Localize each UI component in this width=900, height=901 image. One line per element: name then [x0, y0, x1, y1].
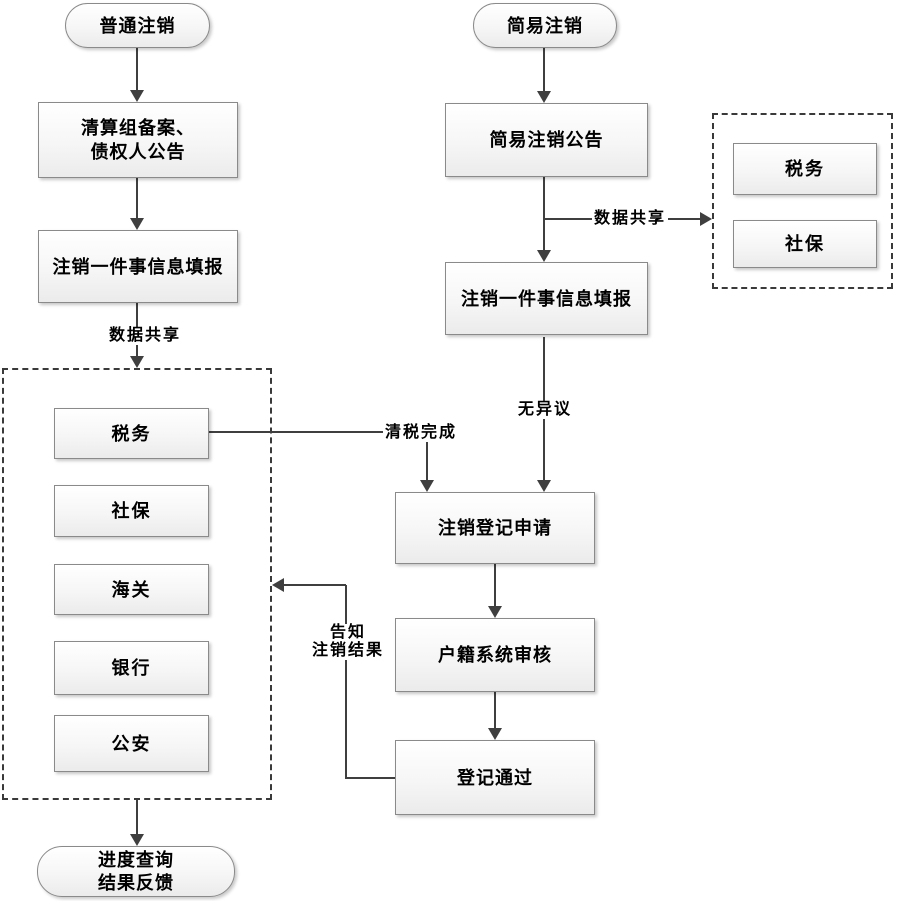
- start-node-normal-deregistration: 普通注销: [65, 3, 210, 48]
- node-label-line1: 进度查询: [98, 849, 174, 870]
- dept-label: 社保: [785, 234, 825, 254]
- dept-box-social-security-left: 社保: [54, 485, 209, 537]
- connector: [494, 692, 496, 728]
- connector: [136, 178, 138, 218]
- node-label: 简易注销: [507, 15, 583, 36]
- arrowhead-down-icon: [420, 480, 434, 492]
- arrowhead-down-icon: [537, 91, 551, 103]
- dept-box-tax-right: 税务: [733, 143, 877, 195]
- dept-label: 银行: [111, 658, 152, 678]
- edge-label-data-share-left: 数据共享: [106, 327, 184, 345]
- node-label-line2: 结果反馈: [98, 872, 174, 893]
- connector: [209, 431, 428, 433]
- edge-label-notify-line1: 告知: [329, 624, 367, 641]
- dept-label: 公安: [111, 733, 152, 754]
- process-node-registration-passed: 登记通过: [395, 740, 595, 815]
- arrowhead-down-icon: [130, 834, 144, 846]
- process-node-liquidation-filing: 清算组备案、 债权人公告: [38, 102, 238, 178]
- arrowhead-down-icon: [488, 728, 502, 740]
- dept-label: 海关: [111, 579, 152, 600]
- connector: [345, 585, 347, 779]
- node-label: 普通注销: [99, 15, 176, 36]
- dept-box-bank: 银行: [54, 641, 209, 695]
- node-label-line1: 清算组备案、: [81, 118, 195, 138]
- node-label: 简易注销公告: [489, 130, 604, 150]
- dept-label: 税务: [111, 423, 152, 444]
- end-node-progress-feedback: 进度查询 结果反馈: [37, 846, 235, 897]
- node-label: 注销一件事信息填报: [461, 288, 632, 309]
- process-node-simple-announcement: 简易注销公告: [445, 103, 648, 177]
- connector: [543, 177, 545, 250]
- edge-label-notify-line2: 注销结果: [311, 642, 385, 659]
- process-node-deregistration-application: 注销登记申请: [395, 492, 595, 564]
- arrowhead-left-icon: [272, 578, 284, 592]
- connector: [136, 800, 138, 834]
- arrowhead-down-icon: [130, 218, 144, 230]
- left-departments-group-frame: [2, 368, 272, 800]
- arrowhead-right-icon: [700, 212, 712, 226]
- connector: [136, 48, 138, 91]
- edge-label-notify-result: 告知 注销结果: [309, 624, 387, 660]
- right-departments-group-frame: [712, 113, 893, 289]
- dept-box-tax-left: 税务: [54, 408, 209, 459]
- dept-box-social-security-right: 社保: [733, 220, 877, 268]
- node-label: 注销一件事信息填报: [52, 256, 224, 277]
- dept-label: 社保: [111, 501, 152, 521]
- edge-label-data-share-right: 数据共享: [591, 210, 669, 228]
- arrowhead-down-icon: [130, 90, 144, 102]
- process-node-registry-system-review: 户籍系统审核: [395, 618, 595, 692]
- connector: [346, 777, 395, 779]
- edge-label-tax-cleared: 清税完成: [382, 424, 460, 442]
- process-node-info-fill-left: 注销一件事信息填报: [38, 230, 238, 303]
- connector: [543, 48, 545, 91]
- dept-box-customs: 海关: [54, 564, 209, 615]
- arrowhead-down-icon: [537, 480, 551, 492]
- node-label: 户籍系统审核: [438, 645, 552, 665]
- edge-label-no-objection: 无异议: [515, 401, 575, 419]
- connector: [494, 564, 496, 606]
- connector: [284, 584, 346, 586]
- dept-label: 税务: [785, 159, 825, 179]
- arrowhead-down-icon: [488, 606, 502, 618]
- node-label: 注销登记申请: [438, 518, 552, 538]
- dept-box-public-security: 公安: [54, 715, 209, 772]
- arrowhead-down-icon: [537, 250, 551, 262]
- connector: [426, 431, 428, 480]
- arrowhead-down-icon: [130, 356, 144, 368]
- process-node-info-fill-right: 注销一件事信息填报: [445, 262, 648, 335]
- node-label-line2: 债权人公告: [90, 142, 186, 162]
- node-label: 登记通过: [457, 767, 533, 788]
- start-node-simple-deregistration: 简易注销: [473, 3, 617, 48]
